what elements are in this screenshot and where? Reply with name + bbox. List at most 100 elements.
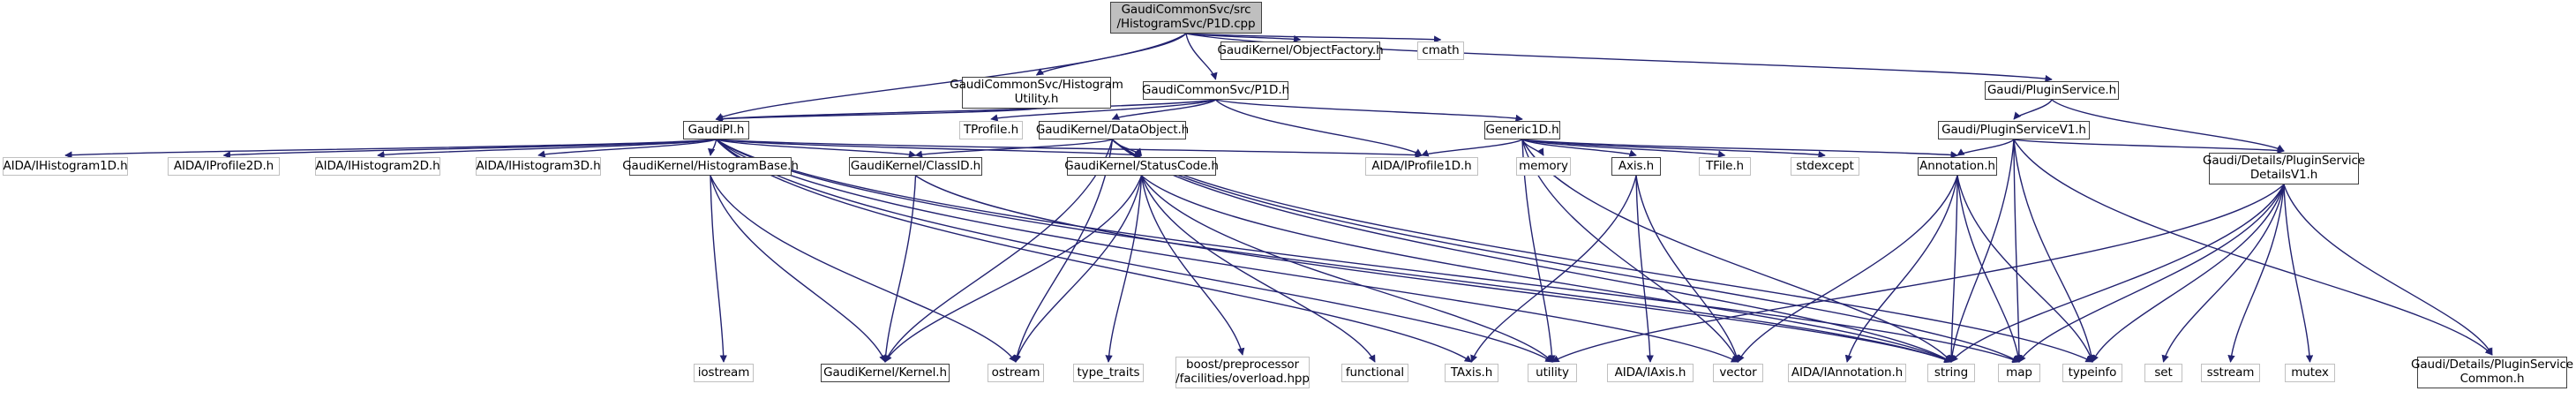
graph-edge <box>2013 139 2024 363</box>
graph-node-mutex[interactable]: mutex <box>2285 364 2335 382</box>
graph-node-functional[interactable]: functional <box>1341 364 1408 382</box>
graph-node-ostream[interactable]: ostream <box>988 364 1044 382</box>
graph-node-p1d_cpp[interactable]: GaudiCommonSvc/src /HistogramSvc/P1D.cpp <box>1110 2 1262 34</box>
graph-edge <box>1470 175 1637 363</box>
graph-edge <box>1105 175 1143 363</box>
graph-edge <box>710 175 887 363</box>
graph-edge <box>882 175 917 363</box>
graph-edge <box>1521 139 1637 157</box>
graph-node-classid[interactable]: GaudiKernel/ClassID.h <box>849 157 982 176</box>
graph-node-ihist3d[interactable]: AIDA/IHistogram3D.h <box>476 157 601 176</box>
graph-node-ihist2d[interactable]: AIDA/IHistogram2D.h <box>315 157 440 176</box>
graph-node-pluginsvccommon[interactable]: Gaudi/Details/PluginService Common.h <box>2411 357 2573 388</box>
graph-edge <box>1521 139 1544 156</box>
graph-node-statuscode[interactable]: GaudiKernel/StatusCode.h <box>1064 157 1219 176</box>
graph-node-set[interactable]: set <box>2144 364 2182 382</box>
graph-edge <box>537 139 717 158</box>
graph-node-tfile[interactable]: TFile.h <box>1699 157 1751 176</box>
graph-node-iprofile1d[interactable]: AIDA/IProfile1D.h <box>1365 157 1478 176</box>
graph-edge <box>1521 139 1958 159</box>
graph-edge <box>1185 33 1442 43</box>
graph-edge <box>2092 184 2285 363</box>
graph-edge <box>1215 99 1523 123</box>
graph-edge <box>64 139 717 159</box>
graph-edge <box>2013 139 2096 363</box>
graph-node-map[interactable]: map <box>1998 364 2040 382</box>
graph-edge <box>1551 184 2285 363</box>
graph-node-iprofile2d[interactable]: AIDA/IProfile2D.h <box>168 157 280 176</box>
graph-edge <box>2018 184 2285 363</box>
graph-edge <box>708 139 717 156</box>
graph-node-pluginsvcv1[interactable]: Gaudi/PluginServiceV1.h <box>1938 121 2090 139</box>
graph-edge <box>716 139 1143 159</box>
graph-edge <box>1014 175 1143 363</box>
graph-node-objectfactory[interactable]: GaudiKernel/ObjectFactory.h <box>1217 41 1384 60</box>
graph-edge <box>1844 175 1958 363</box>
graph-edge <box>1140 175 1553 363</box>
graph-edge <box>1111 99 1216 120</box>
graph-edge <box>716 139 1423 159</box>
graph-node-utility[interactable]: utility <box>1528 364 1577 382</box>
graph-node-annotation[interactable]: Annotation.h <box>1918 157 1997 176</box>
graph-edge <box>2283 184 2314 363</box>
graph-edge <box>2013 139 2285 154</box>
graph-edge <box>710 175 1017 363</box>
graph-edge <box>914 139 1113 158</box>
graph-node-memory[interactable]: memory <box>1516 157 1571 176</box>
graph-edge <box>1737 175 1958 363</box>
graph-edge <box>1421 139 1523 157</box>
graph-edge <box>884 175 1143 363</box>
graph-edge <box>1035 33 1187 76</box>
graph-edge <box>1956 139 2015 156</box>
graph-edge <box>1185 33 1218 80</box>
graph-edge <box>1215 99 1423 156</box>
graph-edge <box>2161 184 2285 363</box>
graph-edge <box>716 139 917 158</box>
graph-edge <box>1635 175 1740 363</box>
graph-edge <box>1521 139 1826 159</box>
graph-edge <box>2283 184 2493 356</box>
graph-node-pluginservice[interactable]: Gaudi/PluginService.h <box>1985 81 2119 100</box>
graph-edge <box>1140 175 1245 356</box>
graph-node-cmath[interactable]: cmath <box>1417 41 1464 60</box>
graph-node-dataobject[interactable]: GaudiKernel/DataObject.h <box>1036 121 1189 139</box>
graph-edge <box>1956 175 2094 363</box>
graph-edge <box>2013 99 2053 120</box>
graph-edge <box>715 108 1037 123</box>
graph-node-generic1d[interactable]: Generic1D.h <box>1484 121 1560 139</box>
graph-edge <box>377 139 717 159</box>
graph-edge <box>915 175 1952 363</box>
graph-edge <box>1140 175 1376 363</box>
graph-node-typeinfo[interactable]: typeinfo <box>2062 364 2122 382</box>
graph-edge <box>710 175 727 363</box>
graph-node-taxis[interactable]: TAxis.h <box>1445 364 1498 382</box>
graph-node-sstream[interactable]: sstream <box>2201 364 2260 382</box>
graph-node-boost_overload[interactable]: boost/preprocessor /facilities/overload.… <box>1175 357 1310 388</box>
graph-node-histoutility[interactable]: GaudiCommonSvc/Histogram Utility.h <box>950 77 1123 109</box>
graph-edge <box>1185 33 1302 43</box>
graph-node-vector[interactable]: vector <box>1713 364 1763 382</box>
graph-node-stdexcept[interactable]: stdexcept <box>1791 157 1859 176</box>
graph-node-iaxis[interactable]: AIDA/IAxis.h <box>1607 364 1694 382</box>
graph-node-gaudipi[interactable]: GaudiPI.h <box>683 121 749 139</box>
graph-node-pluginsvcdetv1[interactable]: Gaudi/Details/PluginService DetailsV1.h <box>2203 153 2365 184</box>
graph-node-iannotation[interactable]: AIDA/IAnnotation.h <box>1788 364 1906 382</box>
graph-node-ihist1d[interactable]: AIDA/IHistogram1D.h <box>3 157 128 176</box>
graph-node-tprofile[interactable]: TProfile.h <box>959 121 1023 139</box>
graph-node-string[interactable]: string <box>1927 364 1975 382</box>
graph-edge <box>1950 184 2285 363</box>
graph-node-histobase[interactable]: GaudiKernel/HistogramBase.h <box>622 157 799 176</box>
graph-node-axis[interactable]: Axis.h <box>1611 157 1661 176</box>
graph-edge <box>1111 139 1143 156</box>
graph-edge <box>1141 175 1952 363</box>
graph-edge <box>222 139 717 159</box>
graph-edge <box>1947 175 1958 363</box>
graph-edge <box>1521 139 1726 158</box>
graph-node-kernel_h[interactable]: GaudiKernel/Kernel.h <box>821 364 950 382</box>
graph-edge <box>1635 175 1654 363</box>
graph-node-type_traits[interactable]: type_traits <box>1073 364 1144 382</box>
graph-node-iostream[interactable]: iostream <box>694 364 754 382</box>
graph-node-p1d_h[interactable]: GaudiCommonSvc/P1D.h <box>1142 81 1289 100</box>
